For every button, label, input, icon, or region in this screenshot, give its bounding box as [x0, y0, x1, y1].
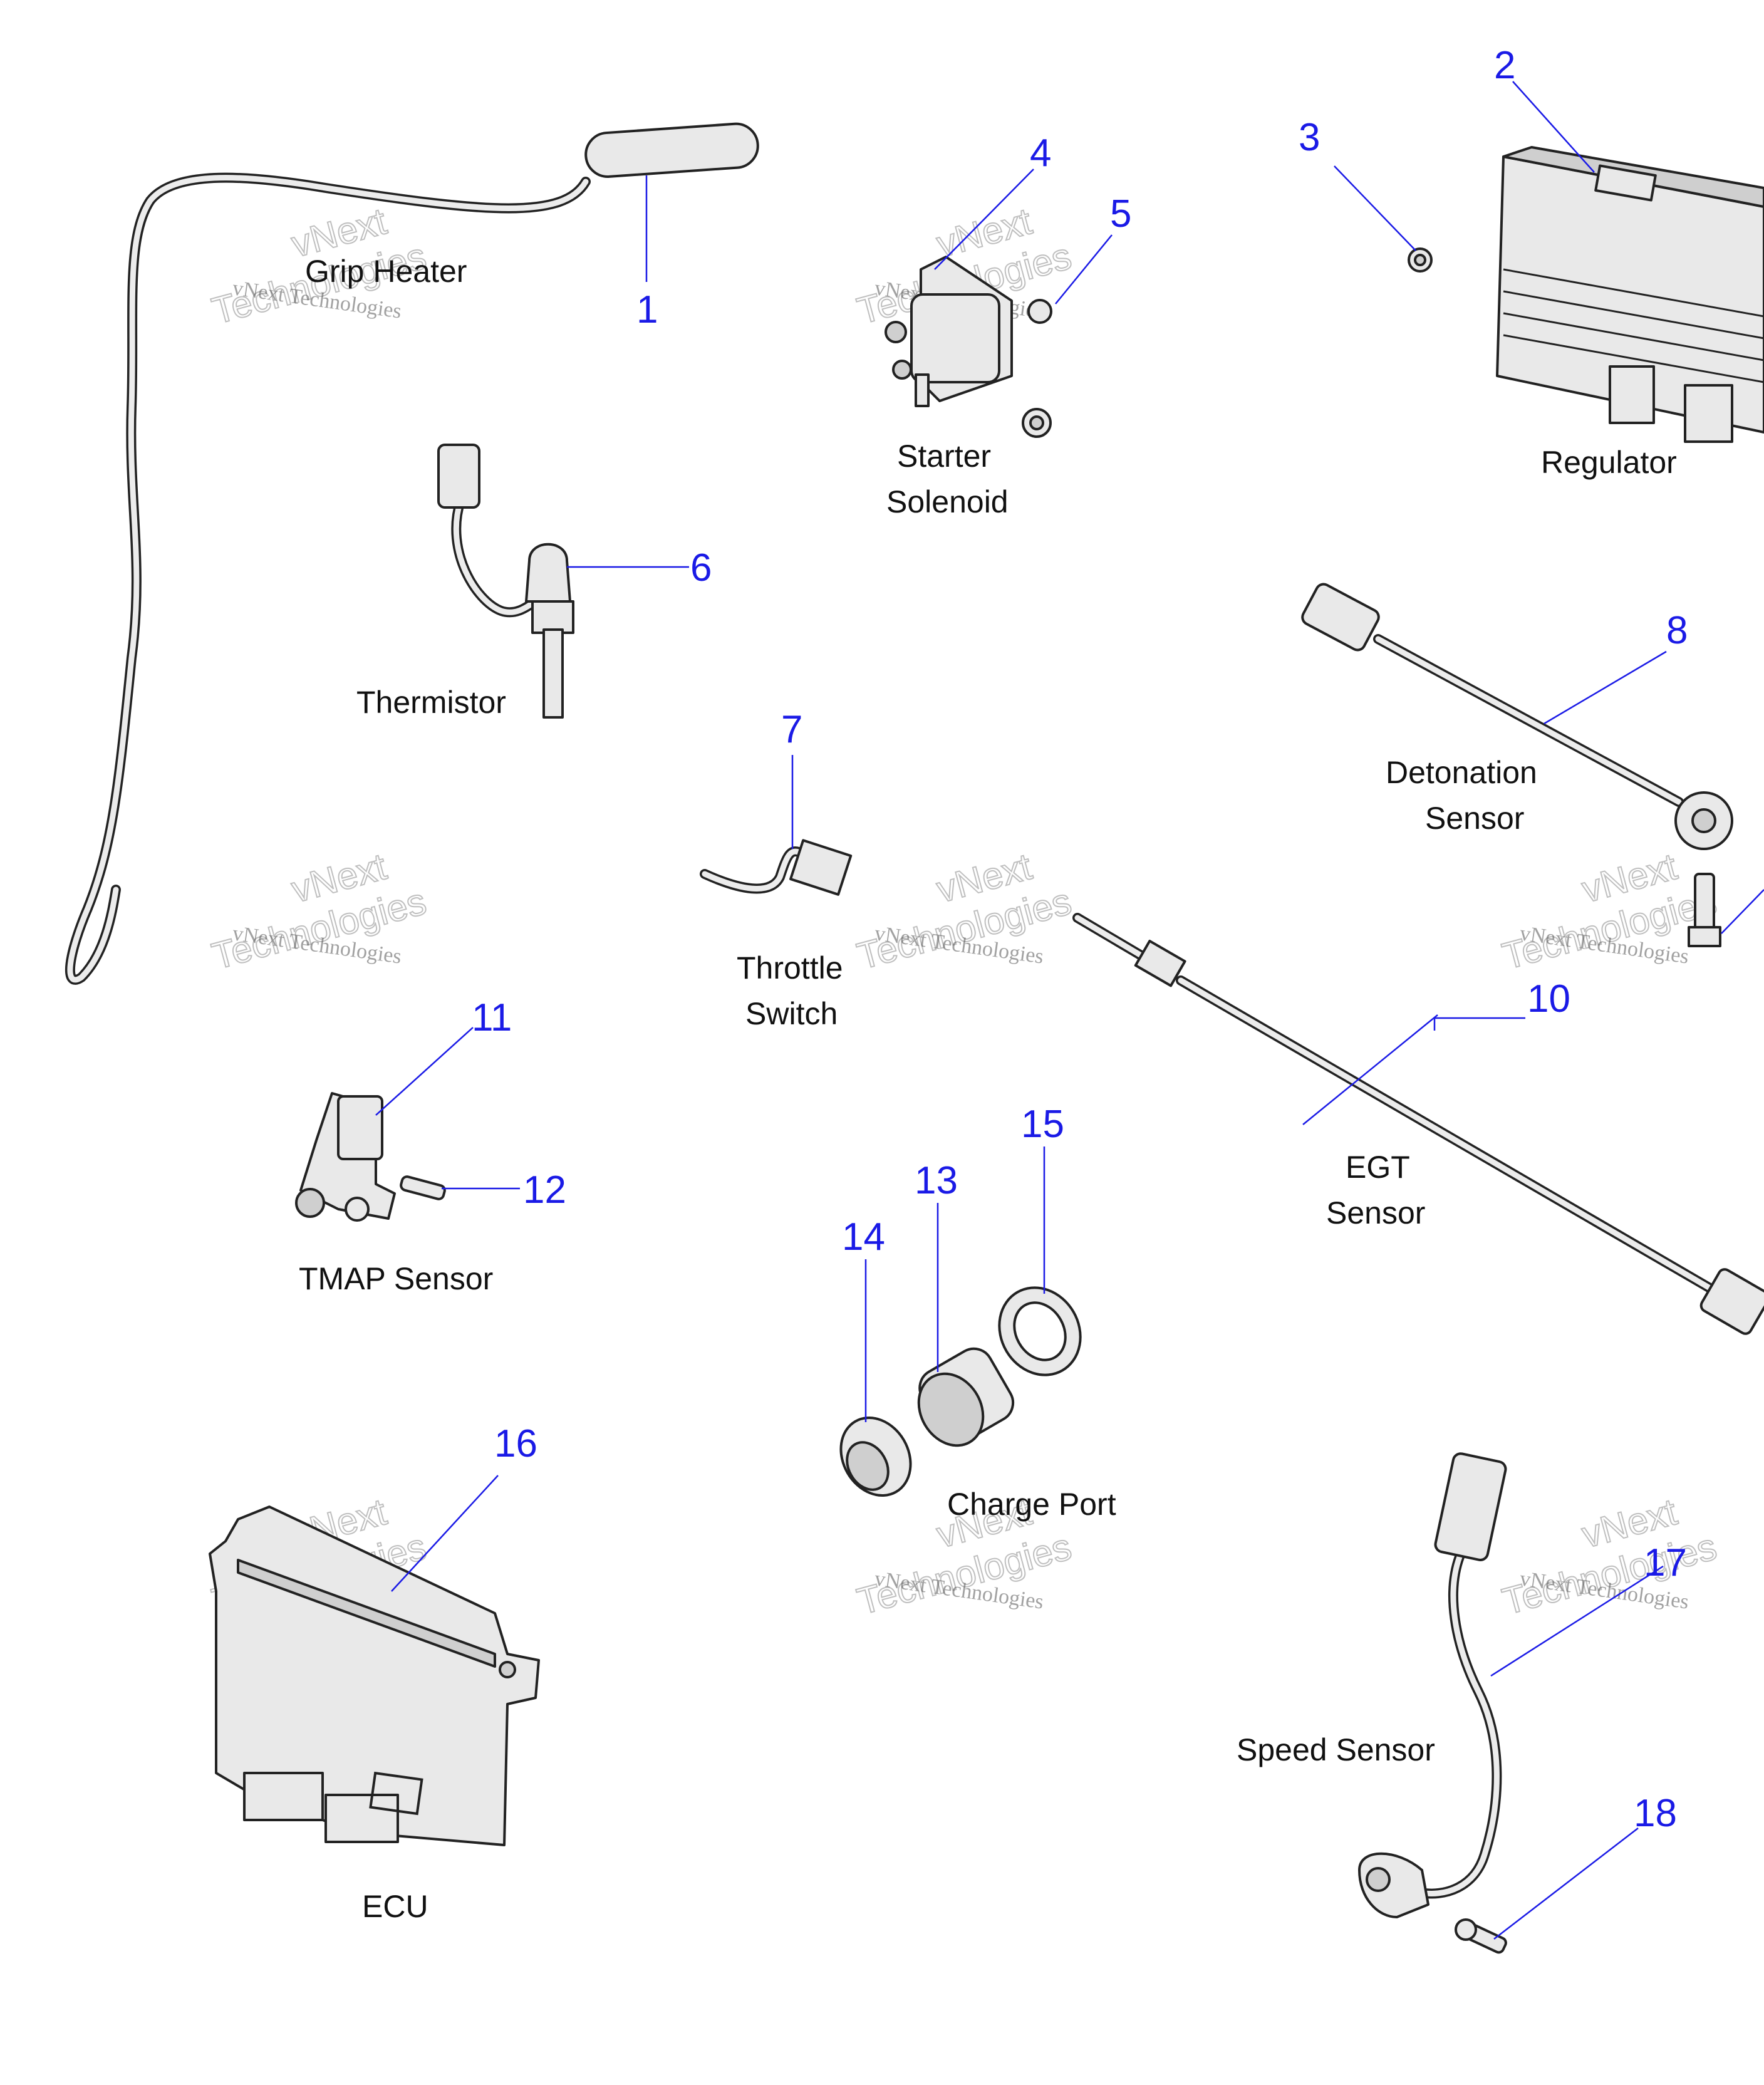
thermistor-hex [531, 600, 574, 634]
callout-18: 18 [1634, 1792, 1677, 1835]
callout-11: 11 [472, 996, 512, 1039]
label-ecu: ECU [362, 1889, 428, 1924]
solenoid-terminal [892, 360, 912, 380]
tmap-sensor-part [295, 1092, 446, 1222]
label-starter-solenoid-line2: Solenoid [886, 484, 1009, 519]
callout-12: 12 [523, 1168, 566, 1212]
starter-solenoid-part [885, 256, 1052, 438]
ecu-connector [324, 1794, 399, 1843]
grip-heater-part [65, 122, 759, 985]
label-speed-sensor: Speed Sensor [1237, 1732, 1435, 1767]
regulator-connector [1609, 365, 1655, 424]
label-detonation-sensor-line1: Detonation [1386, 755, 1537, 790]
callout-14: 14 [842, 1215, 885, 1259]
callout-5: 5 [1110, 192, 1131, 236]
throttle-switch-body [789, 839, 853, 896]
label-tmap-sensor: TMAP Sensor [299, 1261, 493, 1296]
egt-sensor-part [1072, 913, 1764, 1335]
solenoid-body [910, 293, 1000, 383]
callout-17: 17 [1644, 1541, 1687, 1584]
label-egt-sensor-line1: EGT [1346, 1150, 1410, 1185]
egt-sensor-connector [1699, 1268, 1764, 1335]
label-throttle-switch-line2: Switch [745, 996, 838, 1031]
grip-heater-element [584, 122, 759, 178]
charge-port-part [839, 1286, 1082, 1497]
speed-sensor-connector [1434, 1452, 1507, 1561]
label-regulator: Regulator [1541, 445, 1677, 480]
throttle-switch-part [700, 839, 853, 896]
regulator-connector [1684, 384, 1733, 443]
label-grip-heater: Grip Heater [305, 254, 467, 289]
detonation-sensor-part [1301, 583, 1733, 850]
label-charge-port: Charge Port [947, 1487, 1116, 1522]
bolt-part [1688, 873, 1721, 947]
label-throttle-switch-line1: Throttle [737, 950, 843, 985]
egt-sensor-nut [1134, 939, 1186, 987]
callout-2: 2 [1494, 44, 1515, 87]
callout-15: 15 [1021, 1103, 1064, 1146]
solenoid-nut [1027, 299, 1052, 324]
label-thermistor: Thermistor [356, 685, 506, 720]
label-starter-solenoid-line1: Starter [897, 439, 991, 474]
regulator-part [1408, 146, 1764, 443]
callout-7: 7 [781, 708, 802, 751]
solenoid-stud [915, 373, 930, 407]
tmap-sensor-screw [400, 1175, 446, 1200]
thermistor-part [437, 444, 574, 719]
thermistor-connector [437, 444, 480, 509]
label-egt-sensor-line2: Sensor [1326, 1195, 1425, 1230]
tmap-sensor-connector [337, 1095, 383, 1160]
callout-1: 1 [636, 288, 658, 331]
label-detonation-sensor-line2: Sensor [1425, 801, 1524, 836]
callout-4: 4 [1030, 132, 1051, 175]
callout-8: 8 [1666, 609, 1688, 652]
ecu-part [209, 1505, 540, 1846]
speed-sensor-part [1358, 1452, 1507, 1954]
thermistor-probe [542, 628, 564, 719]
ecu-label-plate [369, 1771, 423, 1816]
callout-10: 10 [1527, 977, 1570, 1021]
solenoid-terminal [885, 321, 907, 343]
callout-13: 13 [915, 1159, 958, 1202]
thermistor-head [525, 543, 571, 603]
callout-16: 16 [494, 1422, 537, 1465]
callout-6: 6 [690, 546, 712, 590]
callout-3: 3 [1299, 116, 1320, 159]
detonation-sensor-connector [1301, 583, 1380, 652]
ecu-connector [243, 1772, 324, 1821]
